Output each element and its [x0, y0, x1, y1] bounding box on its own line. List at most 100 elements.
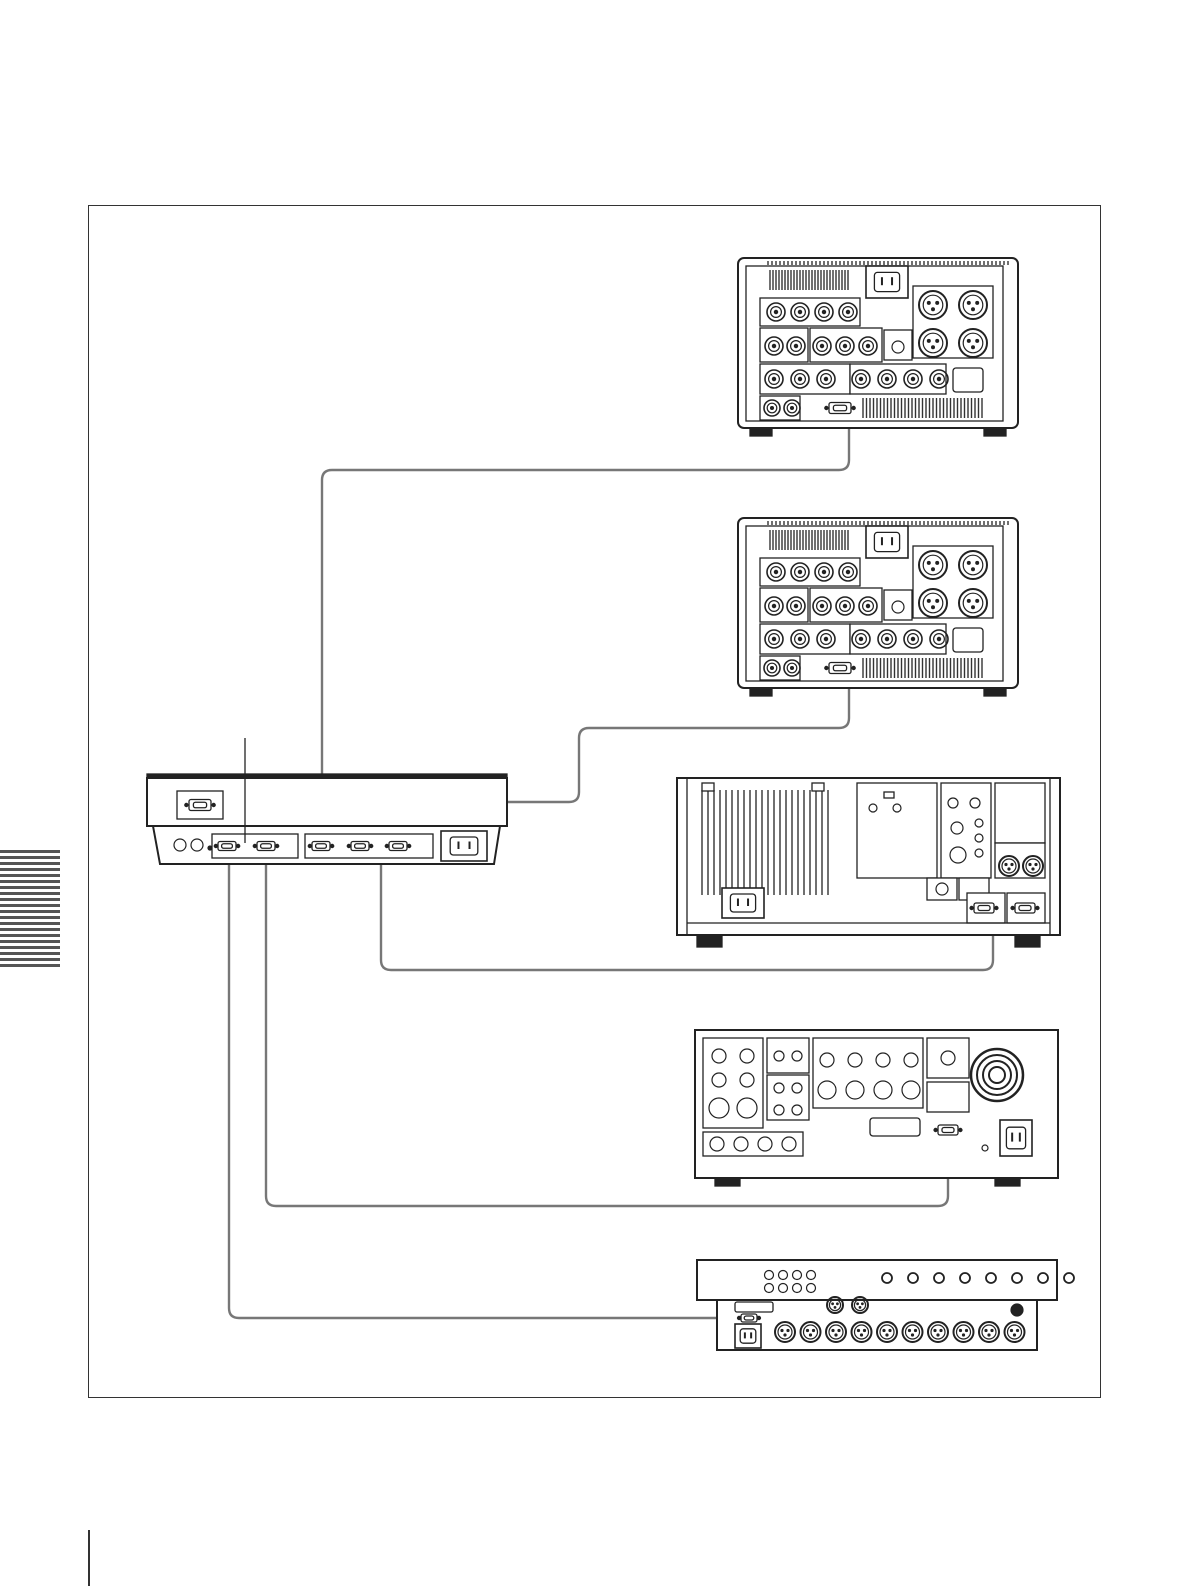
dsub-pins [833, 405, 846, 411]
dsub-screw [214, 844, 217, 847]
top-vent [768, 261, 1008, 265]
dsub-pins [355, 844, 366, 849]
ac-inlet-socket [874, 532, 899, 551]
xlr-pin [937, 1334, 939, 1336]
top-vent [768, 521, 1008, 525]
xlr-pin [915, 1330, 917, 1332]
dsub-screw [370, 844, 373, 847]
dsub-screw [825, 406, 828, 409]
ac-inlet-socket [740, 1329, 756, 1343]
xlr-pin [967, 340, 970, 343]
cable-controller-to-audio-mixer [229, 846, 745, 1318]
xlr-pin [967, 600, 970, 603]
xlr-pin [934, 1330, 936, 1332]
xlr-pin [832, 1303, 834, 1305]
bnc-pin [911, 377, 914, 380]
xlr-pin [936, 600, 939, 603]
xlr-pin [1032, 868, 1034, 870]
bnc-pin [791, 667, 794, 670]
switch-panel-2 [767, 1075, 809, 1120]
devices-group [147, 258, 1074, 1350]
xlr-pin [976, 600, 979, 603]
dsub-screw [737, 1316, 740, 1319]
bnc-pin [820, 604, 823, 607]
xlr-pin [864, 1330, 866, 1332]
handle-tab [812, 783, 824, 791]
dsub-screw [1036, 906, 1039, 909]
bnc-pin [798, 570, 801, 573]
dsub-pins [193, 802, 206, 808]
dsub-pins [978, 906, 990, 911]
bnc-pin [798, 377, 801, 380]
xlr-pin [936, 340, 939, 343]
bnc-pin [791, 407, 794, 410]
dsub-connector [825, 663, 855, 674]
option-slot [857, 783, 937, 878]
dsub-screw [385, 844, 388, 847]
bnc-pin [846, 310, 849, 313]
xlr-pin [1005, 864, 1007, 866]
bnc-pin [772, 637, 775, 640]
bnc-pin [822, 570, 825, 573]
xlr-pin [909, 1330, 911, 1332]
handle-tab [702, 783, 714, 791]
xlr-pin [972, 568, 975, 571]
xlr-pin [784, 1334, 786, 1336]
dsub-screw [970, 906, 973, 909]
ac-inlet [866, 266, 908, 298]
bnc-row-3b [850, 624, 946, 654]
xlr-pin [886, 1334, 888, 1336]
dsub-connector [737, 1314, 760, 1322]
dsub-screw [331, 844, 334, 847]
foot [984, 688, 1006, 696]
dsub-screw [757, 1316, 760, 1319]
xlr-pin [835, 1334, 837, 1336]
device-av-unit [695, 1030, 1058, 1186]
bnc-pin [859, 637, 862, 640]
xlr-pin [976, 562, 979, 565]
dsub-screw [212, 803, 215, 806]
xlr-pin [1008, 868, 1010, 870]
bnc-pin [843, 604, 846, 607]
bnc-pin [772, 377, 775, 380]
bnc-pin [866, 344, 869, 347]
xlr-pin [936, 562, 939, 565]
xlr-pin [859, 1307, 861, 1309]
parallel-port [870, 1118, 920, 1136]
xlr-pin [813, 1330, 815, 1332]
dsub-screw [934, 1128, 937, 1131]
bnc-pin [774, 310, 777, 313]
dsub-screw [237, 844, 240, 847]
bnc-pin [798, 637, 801, 640]
xlr-pin [810, 1334, 812, 1336]
xlr-pin [862, 1303, 864, 1305]
bnc-pin [771, 407, 774, 410]
bnc-pin [885, 637, 888, 640]
bnc-pin [885, 377, 888, 380]
controller-top-edge [147, 774, 507, 778]
dsub-screw [1011, 906, 1014, 909]
xlr-pin [807, 1330, 809, 1332]
monitor-panel [927, 1038, 969, 1078]
dsub-connector [970, 903, 998, 913]
dsub-connector [185, 800, 215, 811]
lower-vent [863, 658, 982, 678]
xlr-pin [988, 1334, 990, 1336]
bnc-pin [822, 310, 825, 313]
coax-port-frame [884, 590, 912, 620]
xlr-pin [963, 1334, 965, 1336]
xlr-pin [972, 346, 975, 349]
xlr-pin [1014, 1334, 1016, 1336]
coax-port-frame [884, 330, 912, 360]
foot [984, 428, 1006, 436]
dsub-screw [276, 844, 279, 847]
xlr-pin [976, 302, 979, 305]
xlr-pin [927, 562, 930, 565]
ac-inlet-socket [450, 837, 478, 855]
xlr-pin [927, 340, 930, 343]
bnc-pin [859, 377, 862, 380]
bnc-pin [843, 344, 846, 347]
bnc-pin [937, 637, 940, 640]
dsub-connector [214, 842, 240, 851]
dsub-screw [852, 406, 855, 409]
